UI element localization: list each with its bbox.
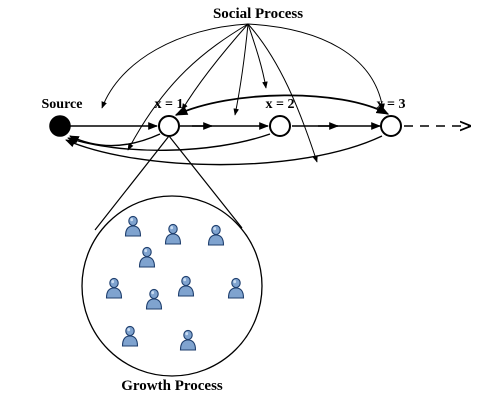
social-arrow-to-x3 (247, 23, 385, 111)
zoom-line-left (94, 135, 170, 231)
node-x2-label: x = 2 (266, 97, 295, 112)
return-arc-x3 (65, 135, 383, 166)
social-arrow-center (233, 23, 249, 116)
social-process-label: Social Process (213, 6, 303, 22)
social-arrow-to-x2 (247, 23, 268, 89)
node-x2 (269, 115, 291, 137)
social-arrow-lower-right (247, 23, 318, 163)
node-x1-label: x = 1 (155, 97, 184, 112)
node-x3 (380, 115, 402, 137)
return-arcs (65, 133, 383, 166)
source-label: Source (42, 97, 83, 112)
zoom-line-right (168, 135, 243, 229)
upper-arc-x1-x3 (174, 94, 390, 116)
return-arc-x2 (67, 133, 271, 151)
node-x1 (158, 115, 180, 137)
return-arc-x1 (69, 133, 161, 147)
node-x3-label: x = 3 (377, 97, 406, 112)
growth-process-label: Growth Process (121, 378, 223, 394)
source-node (49, 115, 71, 137)
social-arrow-lower-left (127, 23, 249, 151)
social-process-arrows (101, 23, 385, 163)
social-arrow-to-x1 (181, 23, 249, 111)
zoom-lines (94, 135, 243, 231)
social-arrow-to-source (101, 23, 249, 109)
